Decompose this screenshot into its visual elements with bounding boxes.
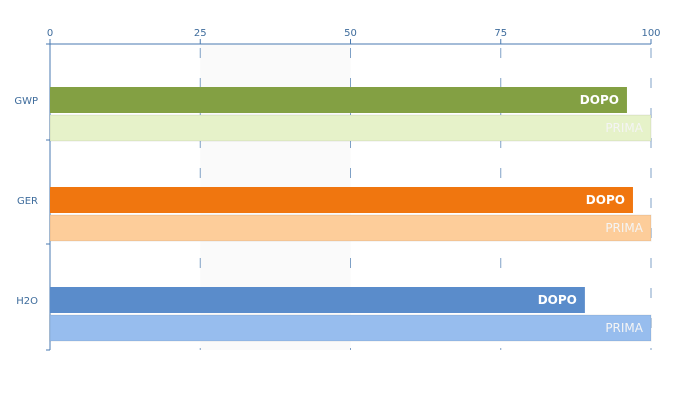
category-label-gwp: GWP <box>14 96 38 107</box>
x-tick-label-75: 75 <box>494 28 507 39</box>
x-tick-label-100: 100 <box>641 28 660 39</box>
bar-label-prima-ger: PRIMA <box>605 221 643 235</box>
bar-prima-ger <box>49 214 652 242</box>
category-label-ger: GER <box>17 196 38 207</box>
bar-label-dopo-gwp: DOPO <box>580 93 619 107</box>
bars <box>49 87 652 342</box>
bar-label-dopo-ger: DOPO <box>586 193 625 207</box>
bar-dopo-ger <box>50 187 633 213</box>
bar-prima-gwp <box>49 114 652 142</box>
bar-label-prima-gwp: PRIMA <box>605 121 643 135</box>
bar-label-dopo-h2o: DOPO <box>538 293 577 307</box>
bar-label-prima-h2o: PRIMA <box>605 321 643 335</box>
bar-prima-h2o <box>49 314 652 342</box>
x-tick-label-50: 50 <box>344 28 357 39</box>
x-tick-label-0: 0 <box>47 28 53 39</box>
bar-dopo-gwp <box>50 87 627 113</box>
x-tick-label-25: 25 <box>194 28 207 39</box>
category-label-h2o: H2O <box>16 296 38 307</box>
bar-dopo-h2o <box>50 287 585 313</box>
